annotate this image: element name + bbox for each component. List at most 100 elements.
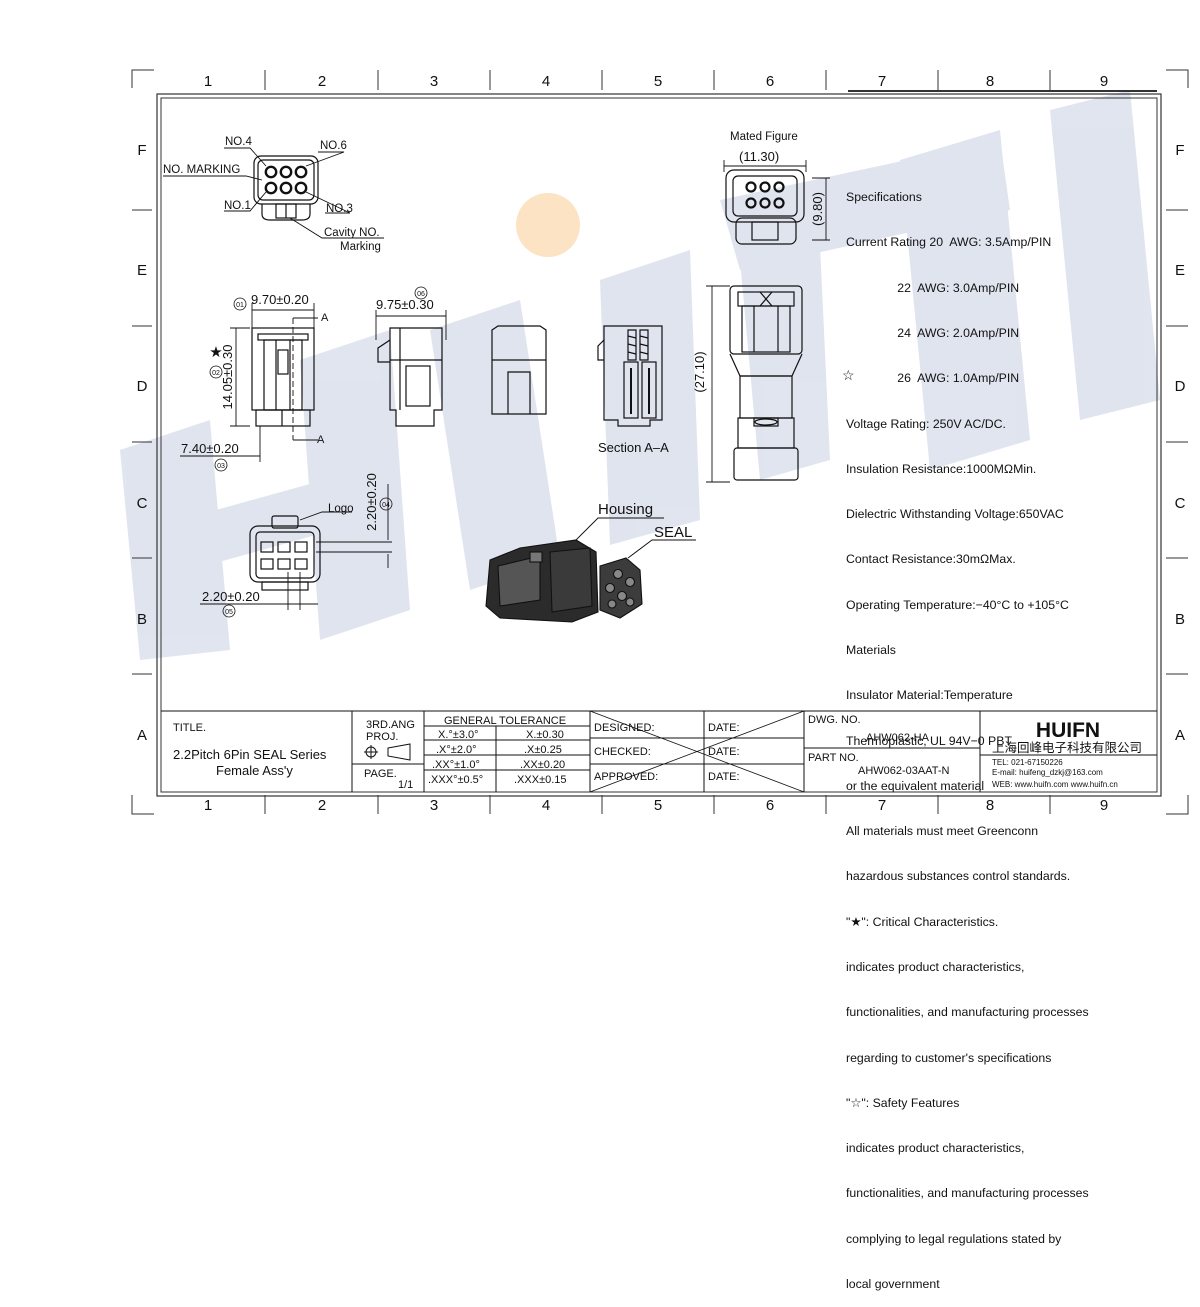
dim-03-tag: 03: [217, 463, 225, 470]
title-block-text: TITLE. 2.2Pitch 6Pin SEAL Series Female …: [173, 714, 1142, 791]
dim-01-tag: 01: [236, 302, 244, 309]
col-label: 5: [654, 73, 662, 90]
row-label: D: [137, 378, 148, 395]
date-label: DATE:: [708, 746, 740, 758]
dim-02-tag: 02: [212, 370, 220, 377]
col-label: 9: [1100, 797, 1108, 814]
spec-line: Contact Resistance:30mΩMax.: [846, 552, 1016, 567]
part-no-label: PART NO.: [808, 752, 859, 764]
col-label: 8: [986, 73, 994, 90]
spec-line: Voltage Rating: 250V AC/DC.: [846, 416, 1006, 431]
critical-star-icon: ★: [209, 344, 222, 361]
row-label: F: [1175, 142, 1184, 159]
label-no4: NO.4: [225, 136, 252, 148]
spec-line: local government: [846, 1276, 940, 1291]
company-name: 上海回峰电子科技有限公司: [992, 740, 1142, 755]
housing-label: Housing: [598, 501, 653, 518]
mated-figure-title: Mated Figure: [730, 131, 798, 143]
dim-06-tag: 06: [417, 291, 425, 298]
label-marking: Marking: [340, 241, 381, 253]
checked-label: CHECKED:: [594, 746, 651, 758]
label-no1: NO.1: [224, 200, 251, 212]
col-label: 4: [542, 797, 550, 814]
section-view: [597, 325, 663, 427]
specifications: Specifications Current Rating 20 AWG: 3.…: [846, 160, 1146, 1307]
row-label: C: [137, 495, 148, 512]
mated-figure-labels: Mated Figure (11.30) (9.80): [730, 131, 825, 226]
title-label: TITLE.: [173, 722, 206, 734]
tolerance-linear-1: .X±0.25: [524, 744, 562, 756]
mated-side-view: [706, 285, 803, 483]
tolerance-angle-2: .XX°±1.0°: [432, 759, 480, 771]
row-label: E: [1175, 262, 1185, 279]
spec-line: indicates product characteristics,: [846, 1141, 1025, 1156]
exploded-labels: Housing SEAL: [598, 501, 692, 541]
tolerance-angle-1: .X°±2.0°: [436, 744, 477, 756]
spec-line: Materials: [846, 643, 896, 657]
page-label: PAGE.: [364, 768, 397, 780]
spec-line: Insulator Material:Temperature: [846, 688, 1013, 703]
label-cavity: Cavity NO.: [324, 227, 380, 239]
drawing-sheet: 1 2 3 4 5 6 7 8 9 1 2 3 4 5 6 7 8 9 F E …: [120, 69, 1189, 815]
designed-label: DESIGNED:: [594, 722, 655, 734]
spec-line: 24 AWG: 2.0Amp/PIN: [846, 326, 1020, 341]
spec-line: complying to legal regulations stated by: [846, 1231, 1062, 1246]
seal-label: SEAL: [654, 524, 692, 541]
section-mark-top: A: [321, 312, 329, 324]
tolerance-angle-3: .XXX°±0.5°: [428, 774, 483, 786]
dim-tag-circle: [379, 497, 393, 511]
spec-line: "★": Critical Characteristics.: [846, 914, 999, 929]
row-labels: F E D C B A F E D C B A: [137, 142, 1186, 744]
column-labels: 1 2 3 4 5 6 7 8 9 1 2 3 4 5 6 7 8 9: [204, 73, 1108, 814]
title-line-1: 2.2Pitch 6Pin SEAL Series: [173, 747, 327, 762]
side-view: [180, 303, 318, 462]
col-label: 7: [878, 797, 886, 814]
rear-view-labels: Logo 2.20±0.20 04 2.20±0.20 05: [202, 473, 393, 618]
col-label: 5: [654, 797, 662, 814]
spec-line: regarding to customer's specifications: [846, 1050, 1052, 1065]
tolerance-linear-2: .XX±0.20: [520, 759, 565, 771]
spec-line: functionalities, and manufacturing proce…: [846, 1186, 1089, 1201]
col-label: 6: [766, 797, 774, 814]
col-label: 7: [878, 73, 886, 90]
spec-line: Current Rating 20 AWG: 3.5Amp/PIN: [846, 235, 1052, 250]
company-web: WEB: www.huifn.com www.huifn.cn: [992, 780, 1118, 789]
col-label: 9: [1100, 73, 1108, 90]
dim-mated-height: (9.80): [810, 192, 825, 226]
row-label: B: [1175, 611, 1185, 628]
dim-tag-circle: [209, 365, 223, 379]
tolerance-linear-3: .XXX±0.15: [514, 774, 567, 786]
row-label: D: [1175, 378, 1186, 395]
watermark-logo: [120, 90, 1160, 660]
spec-line: Thermoplastic, UL 94V−0 PBT: [846, 733, 1012, 748]
dwg-no-label: DWG. NO.: [808, 714, 861, 726]
tolerance-angle-0: X.°±3.0°: [438, 729, 479, 741]
title-line-2: Female Ass'y: [216, 763, 293, 778]
row-label: B: [137, 611, 147, 628]
spec-line: Specifications: [846, 190, 922, 205]
dwg-no: AHW062-HA: [866, 732, 930, 744]
date-label: DATE:: [708, 771, 740, 783]
approved-label: APPROVED:: [594, 771, 658, 783]
exploded-view: [485, 517, 696, 623]
row-label: E: [137, 262, 147, 279]
spec-line: Operating Temperature:−40°C to +105°C: [846, 597, 1069, 612]
spec-line: 26 AWG: 1.0Amp/PIN: [846, 371, 1020, 386]
label-no6: NO.6: [320, 140, 347, 152]
dim-tag-circle: [233, 297, 247, 311]
label-no3: NO.3: [326, 203, 353, 215]
section-label: Section A–A: [598, 440, 669, 455]
dim-05: 2.20±0.20: [202, 589, 260, 604]
dim-tag-circle: [414, 286, 428, 300]
row-label: C: [1175, 495, 1186, 512]
row-label: F: [137, 142, 146, 159]
watermark: [120, 90, 1160, 660]
dim-06: 9.75±0.30: [376, 297, 434, 312]
company-logo: HUIFN: [1036, 719, 1100, 742]
sheet-border: [131, 69, 1189, 815]
spec-line: 22 AWG: 3.0Amp/PIN: [846, 280, 1020, 295]
col-label: 8: [986, 797, 994, 814]
front-view-labels: NO.4 NO.6 NO. MARKING NO.1 NO.3 Cavity N…: [163, 136, 381, 253]
col-label: 1: [204, 73, 212, 90]
dim-03: 7.40±0.20: [181, 441, 239, 456]
